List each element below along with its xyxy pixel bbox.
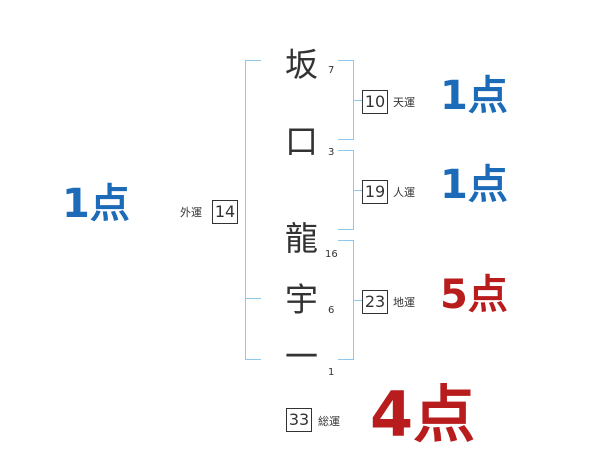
earth-bracket-connector	[354, 300, 362, 301]
person-fortune-value: 19	[362, 180, 388, 204]
name-char-5: 一	[285, 337, 318, 376]
name-char-1: 坂	[285, 45, 318, 84]
total-fortune-score: 4点	[370, 378, 476, 451]
total-fortune-value: 33	[286, 408, 312, 432]
earth-fortune-bracket	[338, 240, 354, 360]
person-fortune-label: 人運	[393, 186, 415, 199]
heaven-fortune-label: 天運	[393, 96, 415, 109]
name-char-3: 龍	[285, 219, 318, 258]
total-fortune-label: 総運	[318, 415, 340, 428]
person-fortune-bracket	[338, 150, 354, 230]
name-char-2: 口	[285, 122, 318, 161]
earth-fortune-value: 23	[362, 290, 388, 314]
earth-fortune-label: 地運	[393, 296, 415, 309]
person-bracket-connector	[354, 190, 362, 191]
stroke-count-3: 16	[325, 249, 338, 260]
name-char-4: 宇	[285, 280, 318, 319]
earth-fortune-score: 5点	[440, 272, 508, 318]
stroke-count-1: 7	[328, 65, 335, 76]
outer-fortune-score: 1点	[62, 181, 130, 227]
heaven-fortune-score: 1点	[440, 73, 508, 119]
outer-fortune-value: 14	[212, 200, 238, 224]
heaven-fortune-value: 10	[362, 90, 388, 114]
heaven-fortune-bracket	[338, 60, 354, 140]
person-fortune-score: 1点	[440, 162, 508, 208]
outer-fortune-label: 外運	[180, 206, 202, 219]
outer-bracket-divider	[245, 298, 261, 299]
outer-fortune-bracket	[245, 60, 261, 360]
stroke-count-4: 6	[328, 305, 335, 316]
stroke-count-5: 1	[328, 367, 335, 378]
stroke-count-2: 3	[328, 147, 335, 158]
heaven-bracket-connector	[354, 100, 362, 101]
